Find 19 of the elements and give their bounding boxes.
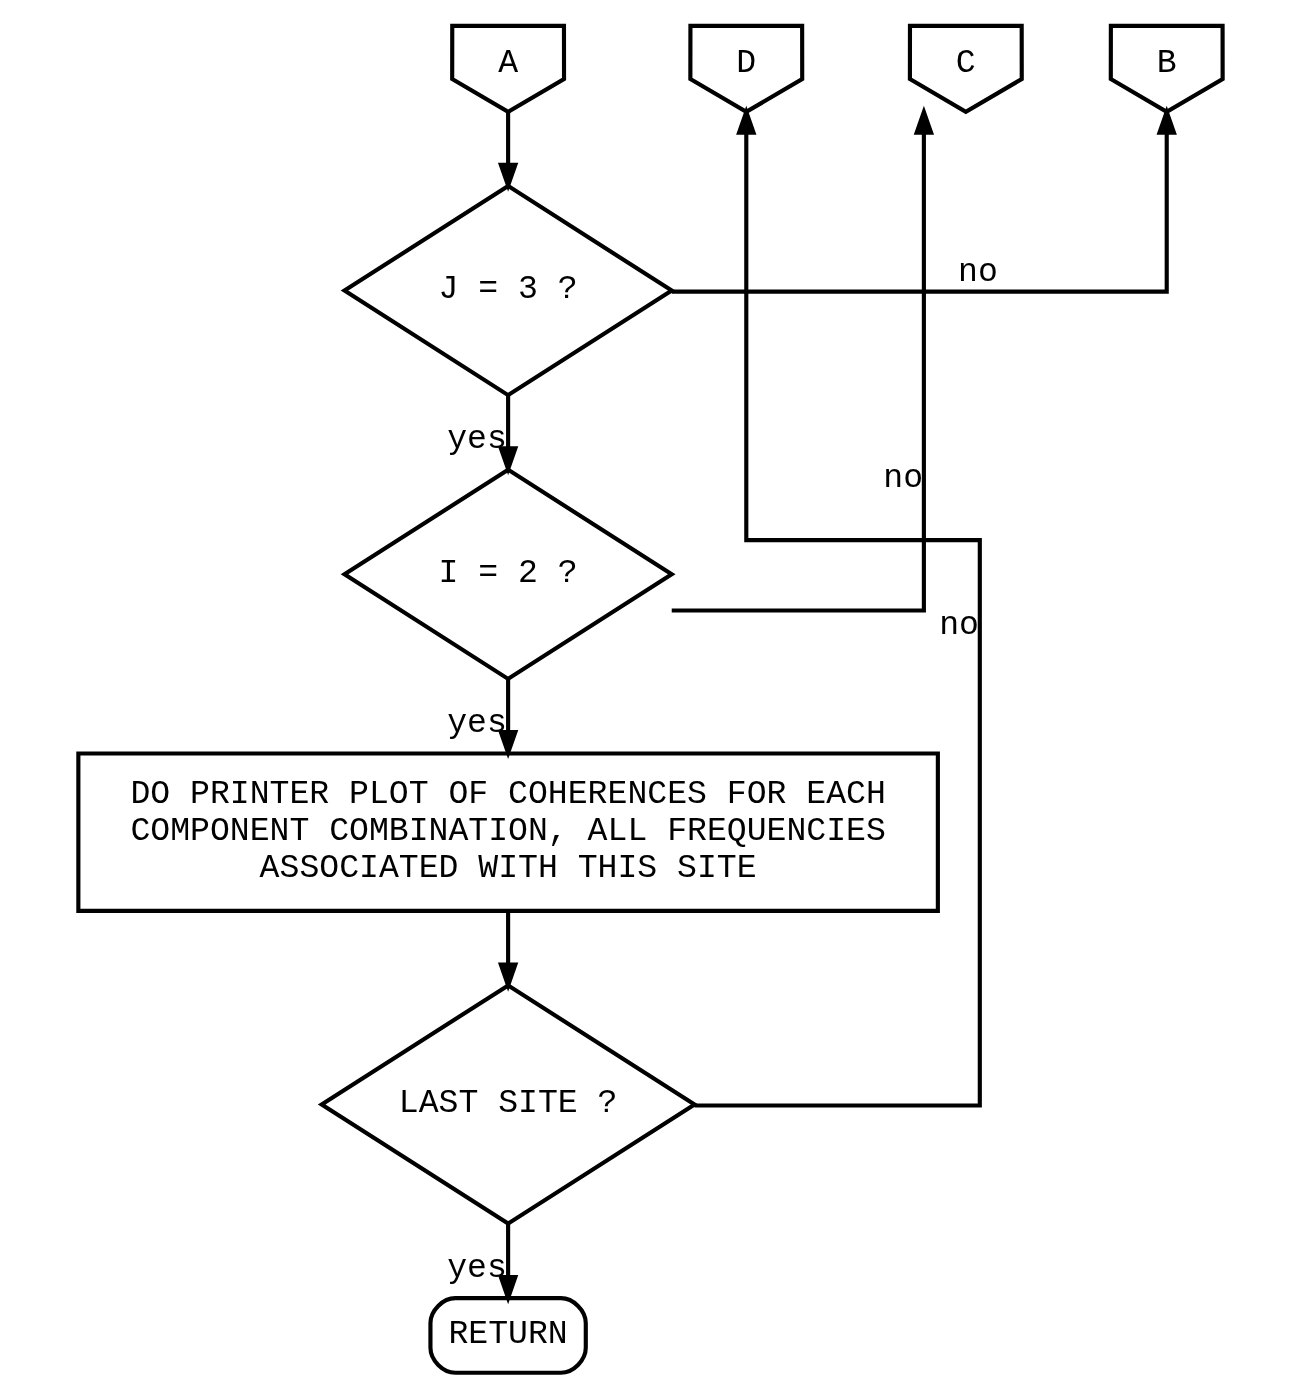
node-diamond: LAST SITE ?	[317, 982, 698, 1226]
arrow	[497, 1223, 518, 1304]
node-diamond: J = 3 ?	[340, 183, 676, 398]
edge-label: yes	[446, 703, 507, 742]
arrow	[497, 910, 518, 992]
edge-label: no	[957, 252, 998, 291]
arrow	[671, 105, 934, 613]
arrow	[497, 111, 518, 192]
arrow	[497, 394, 518, 475]
edge-label: no	[938, 605, 979, 644]
edge-label: yes	[446, 1248, 507, 1287]
node-box: DO PRINTER PLOT OF COHERENCES FOR EACH COMPONENT COMBINATION, ALL FREQUENCIES ASSOCIATED WITH THIS SITE	[75, 750, 940, 913]
edge-label: yes	[446, 419, 507, 458]
arrow	[497, 678, 518, 759]
edge-label: no	[882, 458, 923, 497]
node-box: RETURN	[427, 1295, 588, 1375]
arrow	[694, 105, 982, 1108]
node-diamond: I = 2 ?	[340, 466, 676, 681]
arrow	[671, 105, 1177, 294]
